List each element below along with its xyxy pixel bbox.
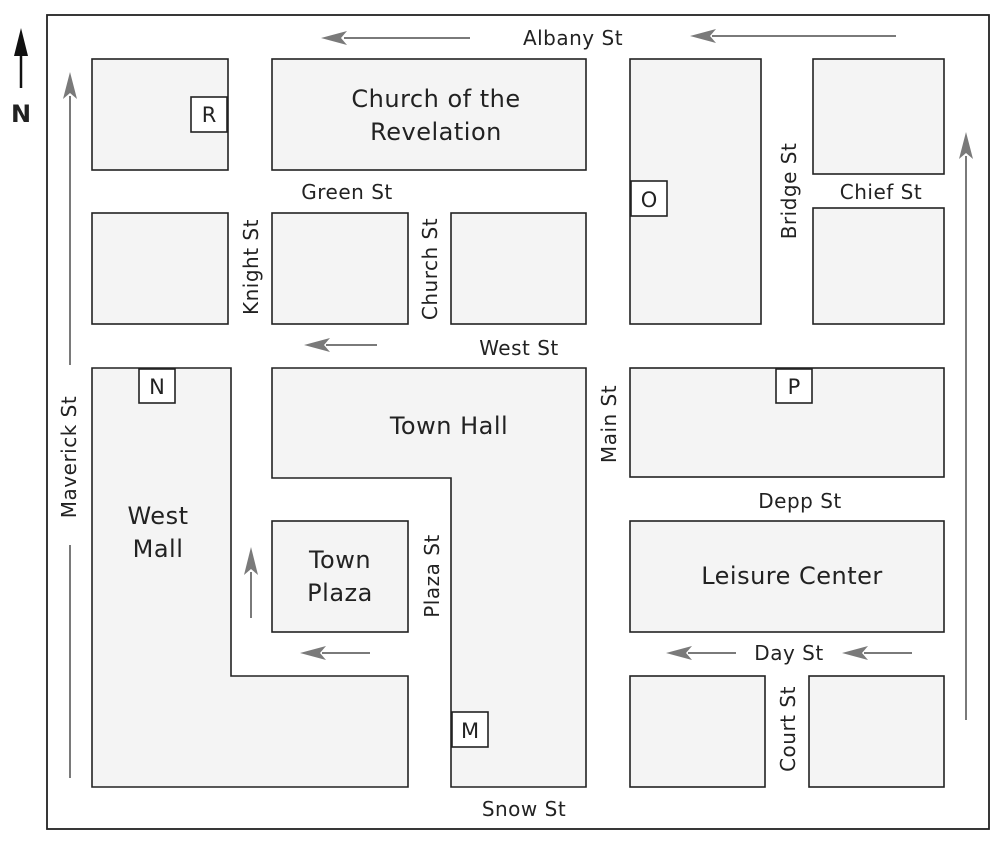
marker-label-r: R [202,103,217,127]
street-label-west: West St [479,336,559,360]
street-label-court: Court St [776,686,800,772]
building-label-church-line2: Revelation [370,118,502,146]
marker-box-r [190,96,228,133]
street-label-maverick: Maverick St [57,396,81,518]
street-label-albany: Albany St [523,26,623,50]
arrow-day-left-1-icon [666,646,736,660]
marker-box-p [775,368,813,404]
arrow-maverick-north-icon [63,72,77,365]
marker-label-n: N [149,375,165,399]
street-label-knight: Knight St [239,219,263,315]
north-arrow-icon [14,28,28,88]
arrow-east-north-icon [959,132,973,720]
block-leisure-center [629,520,945,633]
arrow-west-st-left-icon [304,338,377,352]
building-label-church-line1: Church of the [351,85,520,113]
block-church-main [450,212,587,325]
block-town-hall [271,367,587,788]
arrow-plaza-south-left-icon [300,646,370,660]
marker-box-o [630,180,668,217]
block-northeast [812,58,945,175]
building-label-town-plaza-line2: Plaza [307,579,373,607]
street-label-plaza: Plaza St [420,534,444,618]
building-label-town-plaza-line1: Town [308,546,371,574]
street-label-depp: Depp St [758,489,842,513]
building-label-town-hall: Town Hall [389,412,508,440]
arrow-day-left-2-icon [842,646,912,660]
block-southeast-east [808,675,945,788]
building-label-west-mall-line2: Mall [133,535,184,563]
marker-label-p: P [788,375,801,399]
building-label-leisure-center: Leisure Center [701,562,883,590]
block-southeast-west [629,675,766,788]
marker-label-o: O [641,188,658,212]
arrow-albany-left-2-icon [690,29,896,43]
compass-label: N [11,100,31,128]
street-label-snow: Snow St [482,797,566,821]
marker-box-m [451,711,489,748]
block-chief-south [812,207,945,325]
street-label-main: Main St [597,385,621,463]
block-church-of-the-revelation [271,58,587,171]
street-label-day: Day St [754,641,823,665]
arrow-knight-north-icon [244,547,258,618]
street-label-chief: Chief St [840,180,922,204]
arrow-albany-left-1-icon [321,31,470,45]
marker-label-m: M [461,719,479,743]
street-label-bridge: Bridge St [777,143,801,240]
block-knight-church [271,212,409,325]
block-west-mall [91,367,409,788]
building-label-west-mall-line1: West [127,502,188,530]
block-town-plaza [271,520,409,633]
marker-box-n [138,368,176,404]
block-green-west [91,212,229,325]
street-label-green: Green St [301,180,392,204]
street-label-church: Church St [418,218,442,320]
